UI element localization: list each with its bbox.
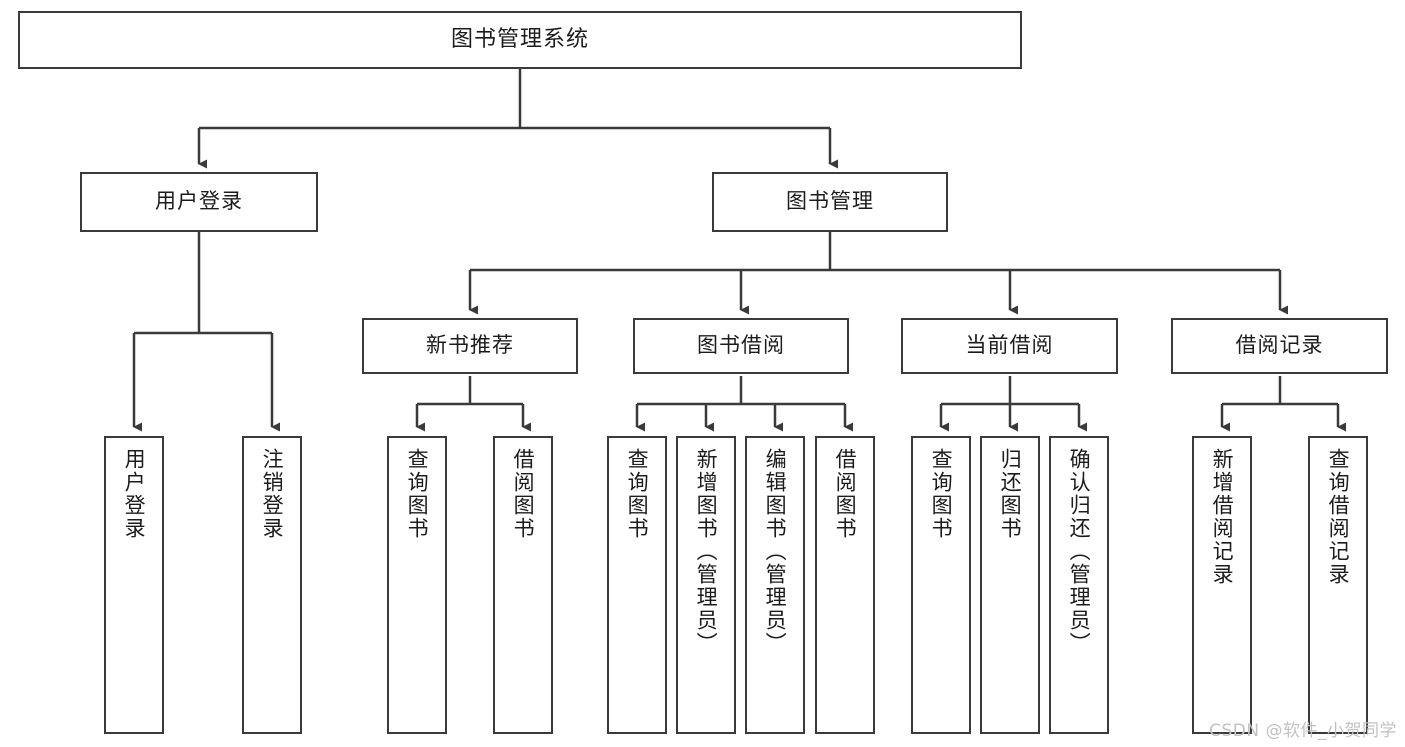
leaf-book-borrow-add-book-admin[interactable]: 新增图书（管理员） <box>676 436 736 734</box>
node-label: 图书管理系统 <box>450 26 589 52</box>
leaf-label: 查询图书 <box>625 448 650 540</box>
leaf-borrow-record-add-record[interactable]: 新增借阅记录 <box>1192 436 1252 734</box>
leaf-label: 借阅图书 <box>833 448 858 540</box>
leaf-label: 注销登录 <box>260 448 285 540</box>
leaf-label: 查询图书 <box>929 448 954 540</box>
leaf-current-borrow-return-book[interactable]: 归还图书 <box>980 436 1040 734</box>
leaf-label: 用户登录 <box>122 448 147 540</box>
node-new-book-recommend[interactable]: 新书推荐 <box>362 318 578 374</box>
csdn-watermark: CSDN @软件_小贺同学 <box>1209 721 1397 741</box>
leaf-user-login-login[interactable]: 用户登录 <box>104 436 164 734</box>
leaf-label: 编辑图书（管理员） <box>763 448 788 655</box>
node-book-management[interactable]: 图书管理 <box>712 172 948 232</box>
leaf-book-borrow-query-book[interactable]: 查询图书 <box>607 436 667 734</box>
node-label: 用户登录 <box>155 189 243 214</box>
leaf-label: 新增借阅记录 <box>1210 448 1235 586</box>
leaf-label: 确认归还（管理员） <box>1067 448 1092 655</box>
node-label: 当前借阅 <box>965 333 1054 358</box>
node-label: 新书推荐 <box>426 333 514 358</box>
node-current-borrow[interactable]: 当前借阅 <box>901 318 1118 374</box>
node-book-borrow[interactable]: 图书借阅 <box>633 318 849 374</box>
leaf-book-borrow-borrow-book[interactable]: 借阅图书 <box>815 436 875 734</box>
leaf-user-login-logout[interactable]: 注销登录 <box>242 436 302 734</box>
leaf-current-borrow-confirm-return-admin[interactable]: 确认归还（管理员） <box>1049 436 1109 734</box>
leaf-new-book-borrow-book[interactable]: 借阅图书 <box>493 436 553 734</box>
node-label: 图书借阅 <box>697 333 785 358</box>
leaf-label: 查询借阅记录 <box>1326 448 1351 586</box>
node-label: 借阅记录 <box>1235 333 1324 358</box>
leaf-current-borrow-query-book[interactable]: 查询图书 <box>911 436 971 734</box>
leaf-borrow-record-query-record[interactable]: 查询借阅记录 <box>1308 436 1368 734</box>
node-borrow-record[interactable]: 借阅记录 <box>1171 318 1388 374</box>
leaf-label: 借阅图书 <box>511 448 536 540</box>
leaf-book-borrow-edit-book-admin[interactable]: 编辑图书（管理员） <box>745 436 805 734</box>
leaf-label: 新增图书（管理员） <box>694 448 719 655</box>
leaf-label: 归还图书 <box>998 448 1023 540</box>
node-user-login[interactable]: 用户登录 <box>80 172 318 232</box>
leaf-label: 查询图书 <box>405 448 430 540</box>
node-label: 图书管理 <box>786 189 874 214</box>
node-root-book-management-system[interactable]: 图书管理系统 <box>18 11 1022 69</box>
leaf-new-book-query-book[interactable]: 查询图书 <box>387 436 447 734</box>
